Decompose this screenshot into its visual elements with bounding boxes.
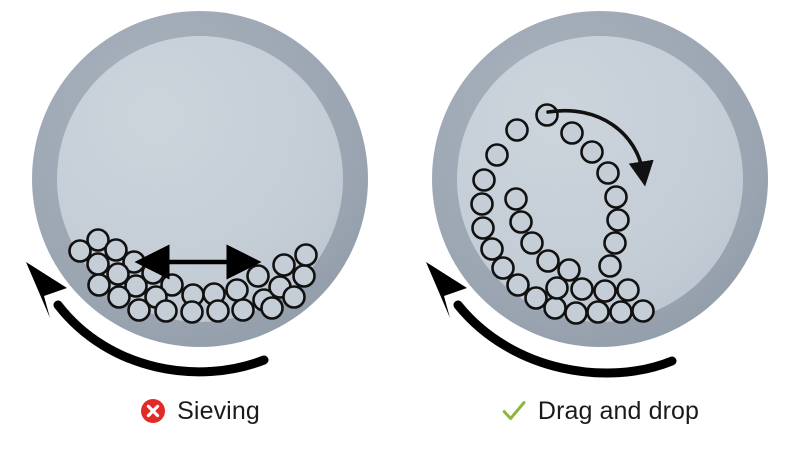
caption-label-sieving: Sieving	[177, 396, 260, 425]
rotation-arrow-ccw	[26, 262, 269, 377]
drag-and-drop-drum-diagram	[426, 11, 768, 378]
panel-drag-and-drop: Drag and drop	[400, 0, 800, 450]
particle-bed-cascade	[470, 103, 655, 325]
caption-sieving: Sieving	[0, 392, 400, 430]
circle-x-icon	[141, 399, 166, 423]
check-mark-icon	[502, 401, 526, 420]
cascade-curved-arrow	[546, 108, 654, 187]
panel-sieving: Sieving	[0, 11, 400, 430]
caption-label-drag-and-drop: Drag and drop	[537, 396, 700, 425]
drum-interior	[57, 36, 343, 322]
caption-drag-and-drop: Drag and drop	[400, 392, 800, 430]
rotation-arrow-ccw	[426, 262, 677, 378]
sieving-drum-diagram	[26, 11, 368, 377]
